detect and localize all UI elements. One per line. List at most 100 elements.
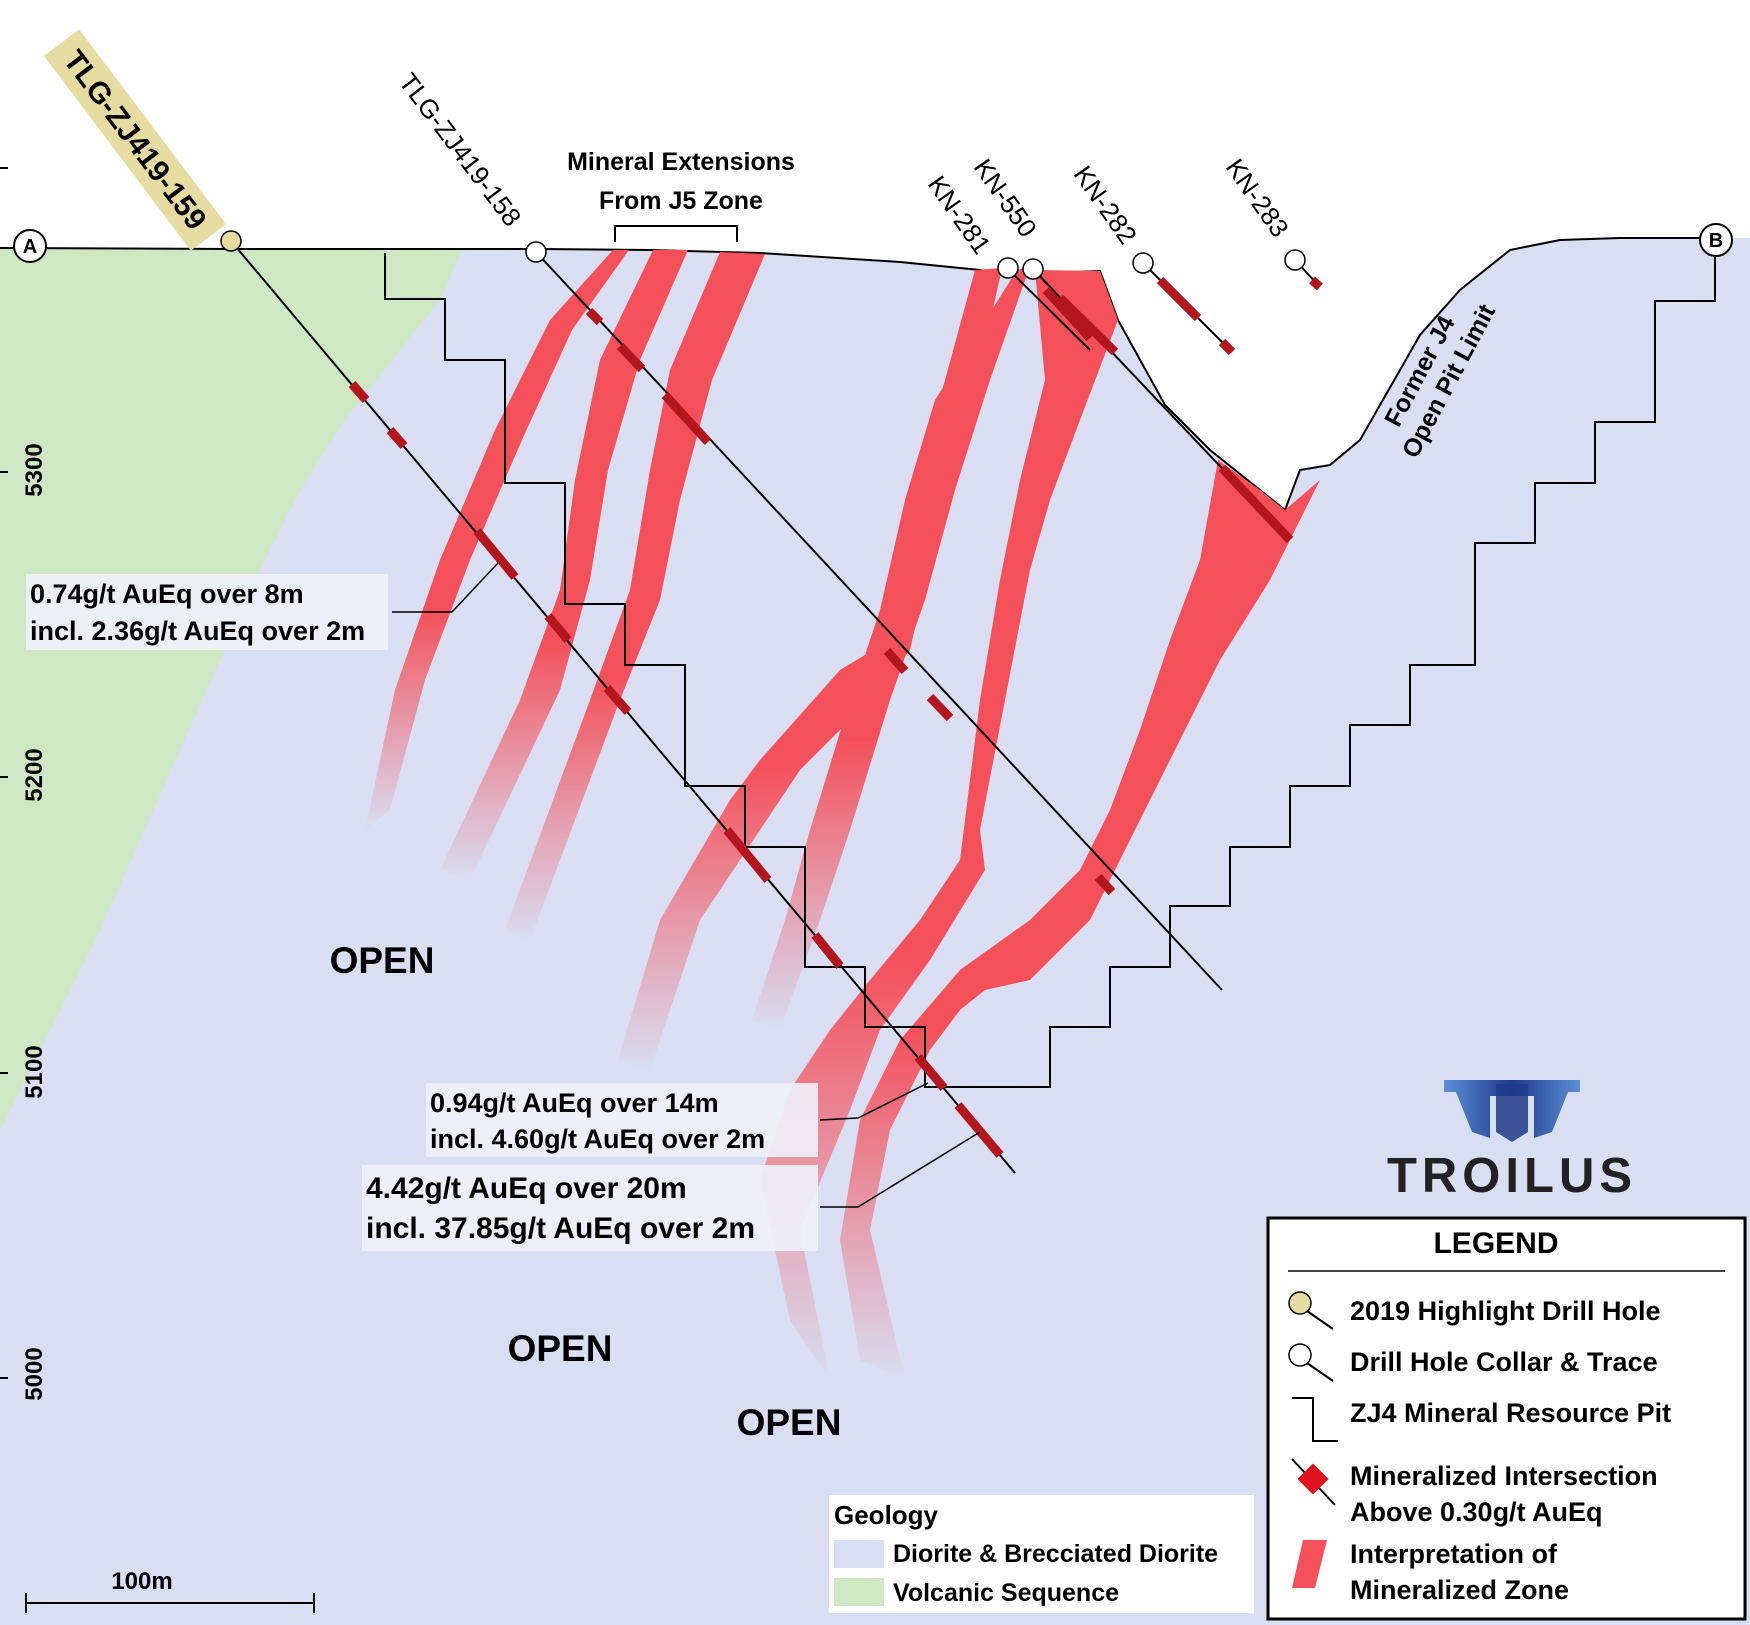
assay-1-line2: incl. 2.36g/t AuEq over 2m [30, 616, 365, 646]
shield-logo-icon [1444, 1080, 1580, 1138]
geology-item-volcanic: Volcanic Sequence [893, 1579, 1119, 1607]
mineralized-zone [840, 460, 1320, 1380]
hole-label-kn283: KN-283 [1220, 153, 1295, 242]
intersection [1218, 464, 1294, 544]
section-b-circle-icon [1699, 223, 1733, 257]
intersection [954, 1102, 1004, 1158]
elevation-label-5300: 5300 [21, 443, 48, 496]
section-marker-a: A [13, 229, 47, 263]
legend-item-pit: ZJ4 Mineral Resource Pit [1350, 1398, 1671, 1428]
legend-trace-icon [1306, 1310, 1334, 1330]
assay-box [426, 1083, 818, 1157]
collar-icon[interactable] [1132, 252, 1154, 274]
open-label: OPEN [330, 940, 435, 981]
mineralized-zone [752, 266, 1030, 1030]
legend-highlight-hole-icon [1288, 1291, 1312, 1315]
resource-pit-outline [384, 238, 1716, 1088]
intersection [661, 391, 712, 446]
intersection [1156, 276, 1202, 322]
elevation-axis: 5300 5200 5100 5000 [0, 167, 48, 1401]
mineral-extensions-bracket [614, 225, 738, 242]
assay-3-line1: 4.42g/t AuEq over 20m [366, 1172, 687, 1205]
intersection [1042, 286, 1094, 342]
scale-bar-label: 100m [111, 1568, 172, 1595]
shield-inner-icon [1496, 1084, 1528, 1142]
hole-label-tlg158: TLG-ZJ419-158 [393, 67, 527, 232]
legend-zone-icon [1292, 1540, 1327, 1588]
mineral-extensions-line1: Mineral Extensions [567, 148, 795, 176]
brand-name: TROILUS [1387, 1149, 1637, 1203]
legend-item-zone-2: Mineralized Zone [1350, 1575, 1569, 1605]
legend-intersection-icon [1297, 1463, 1329, 1495]
elevation-label-5100: 5100 [21, 1045, 48, 1098]
assay-leader [819, 1082, 929, 1121]
geology-title: Geology [834, 1500, 939, 1530]
mineralized-intersections [348, 276, 1323, 1158]
mineralized-zone [760, 270, 1118, 1380]
legend-item-highlight: 2019 Highlight Drill Hole [1350, 1296, 1661, 1326]
collar-icon[interactable] [1284, 249, 1306, 271]
intersection [473, 528, 519, 580]
drill-collars [220, 230, 1306, 280]
highlight-label-bg [44, 29, 226, 251]
intersection [914, 1054, 948, 1091]
open-label: OPEN [508, 1328, 613, 1369]
intersection [616, 342, 646, 373]
intersection [926, 693, 954, 722]
geology-swatch-volcanic [834, 1578, 884, 1606]
assay-callout-1: 0.74g/t AuEq over 8m incl. 2.36g/t AuEq … [26, 562, 499, 650]
assay-2-line2: incl. 4.60g/t AuEq over 2m [430, 1124, 765, 1154]
assay-leader [820, 1131, 981, 1208]
highlight-collar-icon[interactable] [220, 230, 242, 252]
trace-tlg158 [535, 251, 1223, 991]
geology-item-diorite: Diorite & Brecciated Diorite [893, 1540, 1218, 1568]
collar-icon[interactable] [997, 257, 1019, 279]
assay-1-line1: 0.74g/t AuEq over 8m [30, 579, 304, 609]
legend-item-zone-1: Interpretation of [1350, 1539, 1558, 1569]
highlight-hole-label: TLG-ZJ419-159 [44, 29, 226, 251]
section-a-label: A [23, 236, 37, 258]
legend-box [1266, 1216, 1747, 1621]
mineralized-zone [505, 252, 765, 940]
section-marker-b: B [1699, 223, 1733, 257]
intersection [1309, 276, 1323, 291]
legend-item-intersection-2: Above 0.30g/t AuEq [1350, 1497, 1603, 1527]
troilus-logo: TROILUS [1387, 1080, 1637, 1203]
mineralized-zones [365, 250, 1320, 1380]
assay-box [362, 1165, 818, 1251]
hole-label-kn282: KN-282 [1068, 160, 1143, 249]
collar-icon[interactable] [525, 241, 547, 263]
volcanic-sequence-unit [0, 248, 462, 1130]
mineral-extensions-line2: From J5 Zone [599, 187, 763, 215]
legend-item-collar: Drill Hole Collar & Trace [1350, 1347, 1658, 1377]
legend-trace-icon [1306, 1362, 1334, 1382]
intersection [1218, 338, 1236, 356]
elevation-label-5200: 5200 [21, 748, 48, 801]
elevation-label-5000: 5000 [21, 1347, 48, 1400]
mineral-extensions-callout: Mineral Extensions From J5 Zone [567, 148, 795, 242]
open-label: OPEN [737, 1402, 842, 1443]
section-a-circle-icon [13, 229, 47, 263]
intersection [883, 647, 909, 675]
mineralized-zone [618, 268, 1002, 1070]
collar-icon[interactable] [1022, 258, 1044, 280]
topography-line [0, 237, 1716, 512]
intersection [1094, 873, 1116, 896]
intersection [603, 685, 632, 715]
assay-2-line1: 0.94g/t AuEq over 14m [430, 1088, 719, 1118]
legend-title: LEGEND [1433, 1227, 1558, 1260]
highlight-hole-name: TLG-ZJ419-159 [57, 44, 213, 236]
intersection [811, 932, 844, 969]
geology-legend: Geology Diorite & Brecciated Diorite Vol… [829, 1495, 1254, 1613]
intersection [1056, 294, 1119, 356]
intersection [348, 381, 370, 403]
legend-pit-icon [1292, 1397, 1338, 1442]
scale-bar: 100m [25, 1568, 315, 1613]
assay-callout-2: 0.94g/t AuEq over 14m incl. 4.60g/t AuEq… [426, 1082, 929, 1157]
legend-collar-icon [1288, 1343, 1312, 1367]
assay-box [26, 574, 388, 650]
assay-callout-3: 4.42g/t AuEq over 20m incl. 37.85g/t AuE… [362, 1131, 981, 1251]
intersection [544, 613, 572, 643]
intersection [723, 827, 772, 883]
